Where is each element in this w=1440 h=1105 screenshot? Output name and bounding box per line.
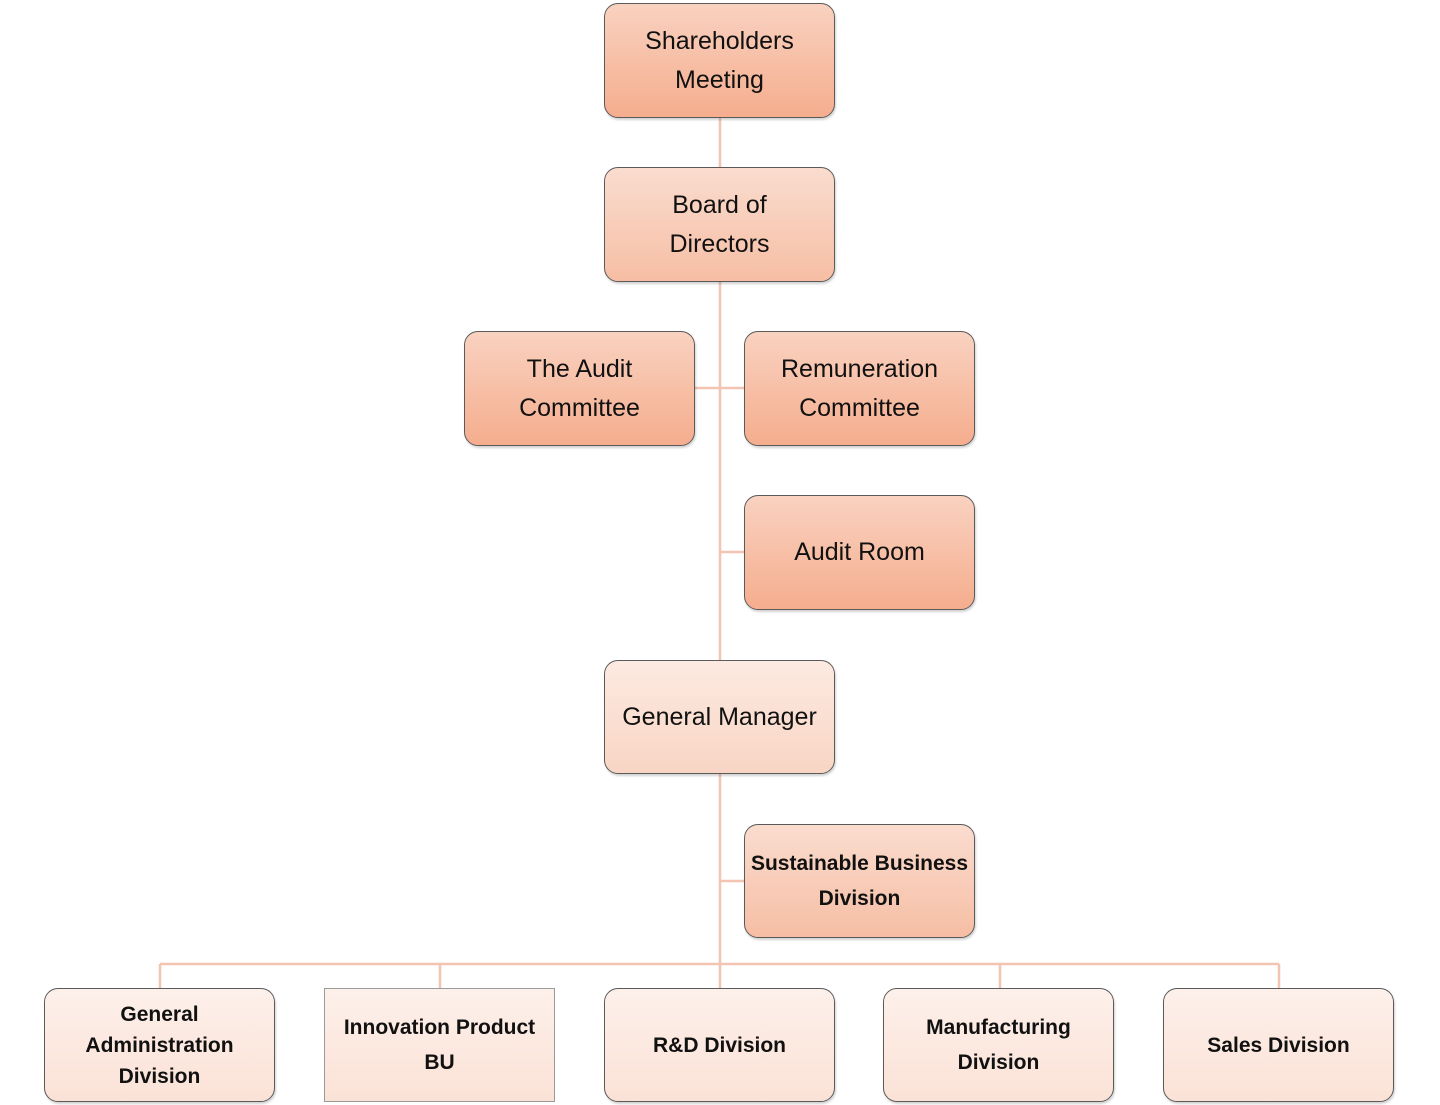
node-general-administration-division-label: General Administration Division	[85, 1002, 234, 1088]
node-rd-division-label: R&D Division	[652, 1033, 786, 1057]
node-rd-division: R&D Division	[604, 988, 835, 1102]
node-innovation-product-bu: Innovation Product BU	[324, 988, 555, 1102]
node-sales-division: Sales Division	[1163, 988, 1394, 1102]
node-innovation-product-bu-label: Innovation Product BU	[343, 1016, 536, 1074]
node-remuneration-committee-label: Remuneration Committee	[780, 354, 939, 422]
node-shareholders-meeting-label: Shareholders Meeting	[645, 26, 794, 94]
node-audit-room: Audit Room	[744, 495, 975, 610]
node-audit-committee-label: The Audit Committee	[519, 354, 640, 422]
node-audit-room-label: Audit Room	[794, 538, 925, 566]
node-sustainable-business-division: Sustainable Business Division	[744, 824, 975, 938]
node-sales-division-label: Sales Division	[1207, 1033, 1350, 1057]
node-general-manager-label: General Manager	[622, 702, 817, 731]
node-board-of-directors: Board of Directors	[604, 167, 835, 282]
node-remuneration-committee: Remuneration Committee	[744, 331, 975, 446]
node-manufacturing-division-label: Manufacturing Division	[926, 1016, 1071, 1074]
node-manufacturing-division: Manufacturing Division	[883, 988, 1114, 1102]
node-shareholders-meeting: Shareholders Meeting	[604, 3, 835, 118]
node-general-manager: General Manager	[604, 660, 835, 774]
node-audit-committee: The Audit Committee	[464, 331, 695, 446]
node-general-administration-division: General Administration Division	[44, 988, 275, 1102]
node-board-of-directors-label: Board of Directors	[669, 190, 770, 258]
node-sustainable-business-division-label: Sustainable Business Division	[750, 852, 969, 910]
